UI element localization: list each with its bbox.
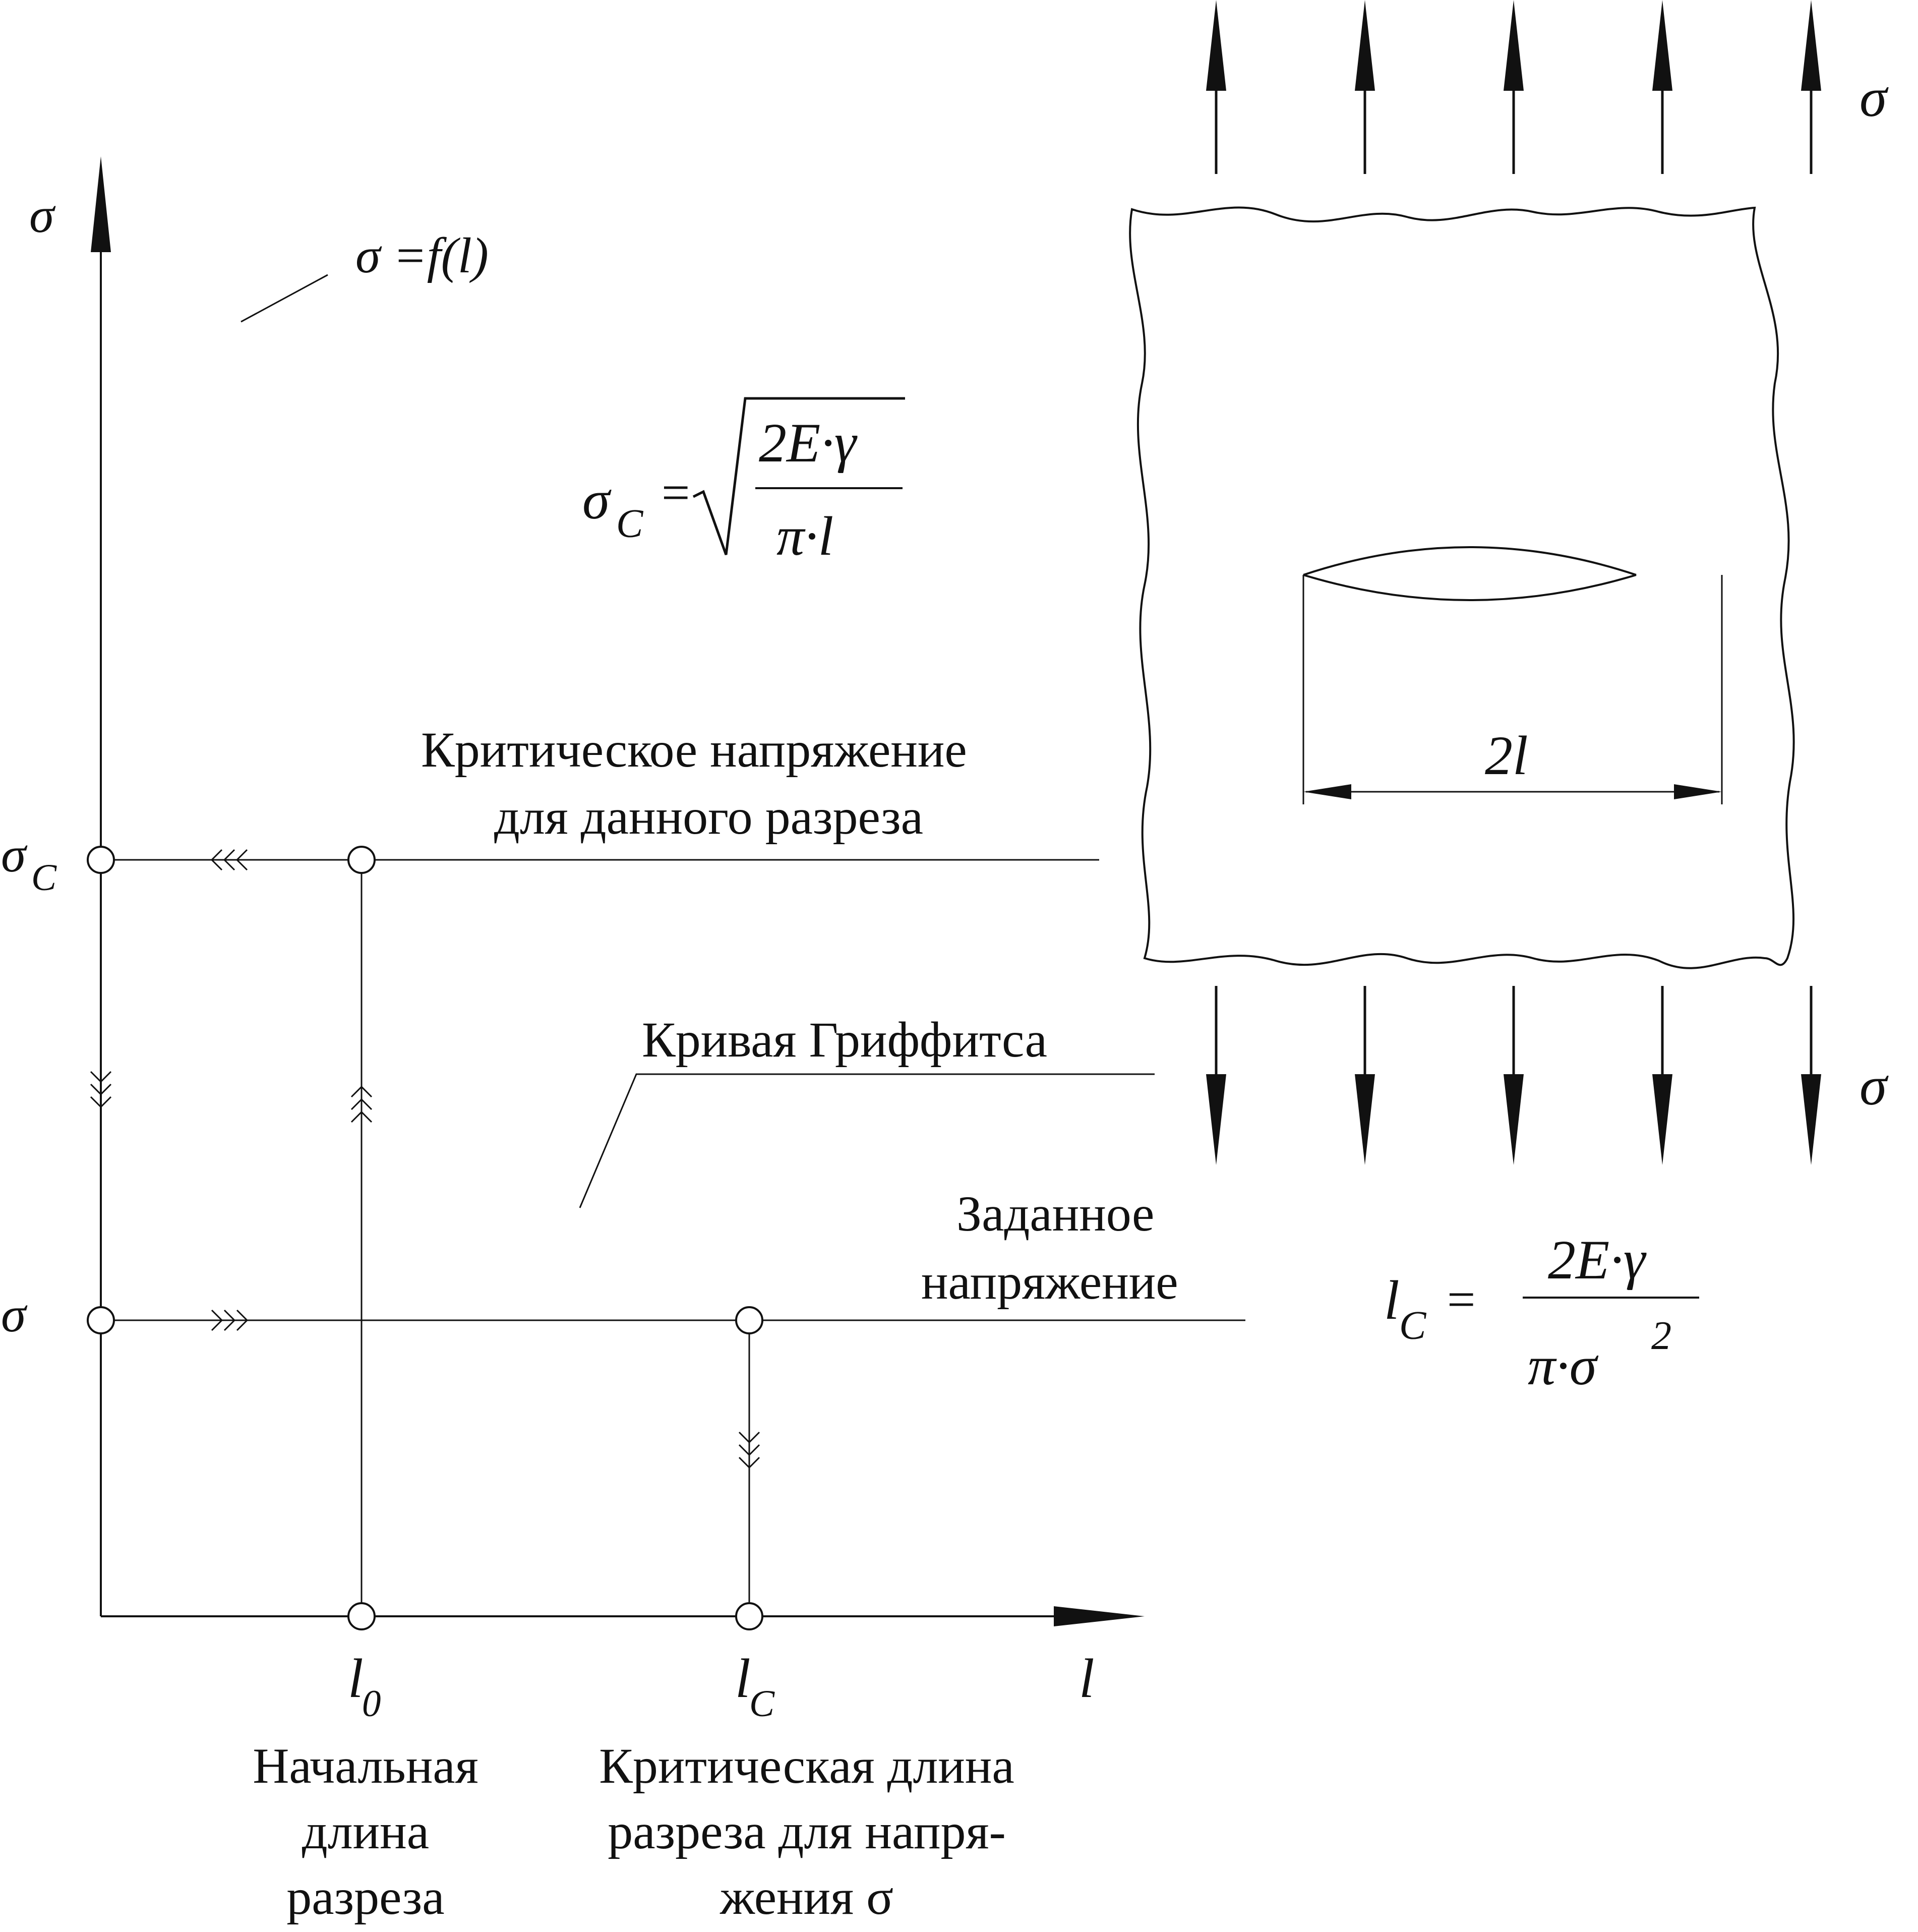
load-arrow-up-icon [1652,0,1672,174]
dimension-arrow-right-icon [1674,784,1722,799]
axes [91,156,1145,1626]
lc-formula-denominator: π·σ [1528,1335,1599,1396]
initial-length-line-3: разреза [286,1869,444,1925]
lc-label: l C [735,1648,775,1725]
x-axis-arrowhead [1054,1606,1145,1626]
crack-length-label: 2l [1485,725,1528,786]
initial-length-line-1: Начальная [253,1738,478,1794]
l0-main: l [348,1648,364,1709]
sigma-c-axis-marker [87,846,115,874]
initial-length-annotation: Начальная длина разреза [253,1738,478,1925]
given-stress-line-2: напряжение [921,1254,1178,1310]
lc-formula-power: 2 [1651,1314,1671,1358]
load-arrow-up-icon [1801,0,1821,174]
load-arrow-down-icon [1801,986,1821,1165]
x-axis-label: l [1079,1648,1095,1709]
sigma-c-main: σ [1,827,28,883]
lc-sub: C [749,1683,775,1725]
crack-lower-edge [1303,574,1637,601]
sigma-c-sub: C [31,857,57,899]
formula-equals: = [662,464,690,520]
critical-length-line-1: Критическая длина [599,1738,1014,1794]
lc-axis-marker [735,1602,763,1630]
load-arrows-top [1206,0,1821,174]
sigma-c-label: σ C [1,827,57,899]
curve-function-label: σ =f(l) [355,227,489,283]
formula-numerator: 2E·γ [759,412,858,474]
marker-points [87,846,763,1630]
l0-sub: 0 [362,1683,381,1725]
lc-formula-numerator: 2E·γ [1548,1229,1647,1291]
critical-length-line-3: жения σ [720,1869,893,1925]
y-axis-label: σ [29,187,56,243]
sigma-label: σ [1,1286,28,1342]
l0-axis-marker [347,1602,376,1630]
critical-length-formula: l C = 2E·γ π·σ 2 [1384,1229,1699,1396]
y-axis-arrowhead [91,156,111,252]
given-intersection-marker [735,1306,763,1334]
load-arrow-up-icon [1355,0,1375,174]
plate-outline [1129,206,1795,969]
load-arrow-down-icon [1355,986,1375,1165]
critical-stress-annotation: Критическое напряжение для данного разре… [421,722,967,845]
critical-length-line-2: разреза для напря- [608,1803,1006,1859]
lc-formula-sub: C [1399,1304,1427,1348]
initial-length-line-2: длина [302,1803,429,1859]
lc-main: l [735,1648,751,1709]
l0-label: l 0 [348,1648,381,1725]
crack-upper-edge [1303,546,1637,576]
griffith-curve-annotation: Кривая Гриффитса [642,1012,1047,1068]
load-arrow-down-icon [1206,986,1226,1165]
chevron-up-icon [350,1085,373,1123]
curve-label-leader [241,274,328,323]
leader-lines [241,274,1155,1208]
critical-intersection-marker [347,846,376,874]
load-top-label: σ [1860,67,1889,128]
formula-denominator: π·l [776,505,833,567]
given-stress-line-1: Заданное [956,1186,1154,1242]
griffith-curve-leader [579,1073,1155,1208]
critical-length-annotation: Критическая длина разреза для напря- жен… [599,1738,1014,1925]
formula-sigma-c-sub: C [616,502,644,546]
chevron-down-icon [738,1431,760,1469]
sigma-axis-marker [87,1306,115,1334]
direction-chevrons [90,849,760,1469]
chevron-down-icon [90,1071,112,1108]
load-arrow-up-icon [1206,0,1226,174]
load-arrow-up-icon [1504,0,1524,174]
load-arrow-down-icon [1652,986,1672,1165]
load-bottom-label: σ [1860,1055,1889,1117]
load-arrow-down-icon [1504,986,1524,1165]
given-stress-annotation: Заданное напряжение [921,1186,1178,1310]
lc-formula-equals: = [1447,1271,1475,1327]
chevron-left-icon [210,849,248,871]
sqrt-sign-icon [692,397,905,555]
chevron-right-icon [211,1309,249,1331]
dimension-arrow-left-icon [1303,784,1351,799]
lc-formula-main: l [1384,1269,1400,1331]
formula-sigma-c-main: σ [582,469,612,531]
critical-stress-formula: σ C = 2E·γ π·l [582,397,905,567]
critical-stress-line-2: для данного разреза [494,789,923,845]
crack-dimension [1302,575,1723,804]
critical-stress-line-1: Критическое напряжение [421,722,967,778]
load-arrows-bottom [1206,986,1821,1165]
